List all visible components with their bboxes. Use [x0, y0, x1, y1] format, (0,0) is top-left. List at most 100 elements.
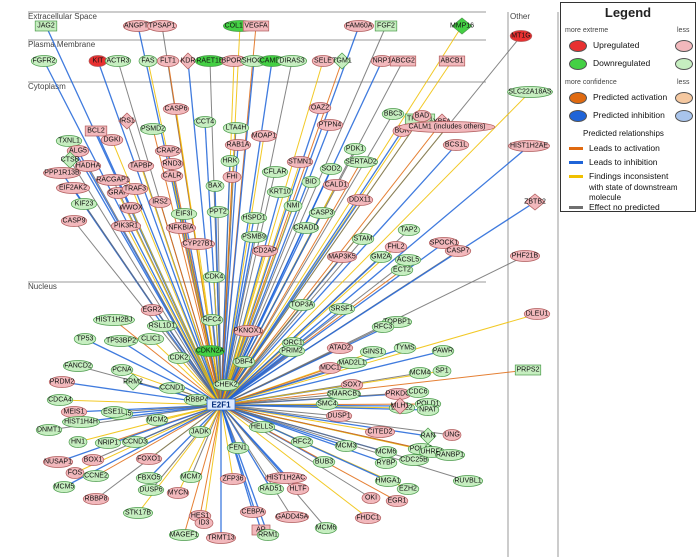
- node-tyms[interactable]: TYMS: [393, 342, 417, 354]
- node-fbxo5[interactable]: FBXO5: [135, 472, 163, 484]
- node-jag2[interactable]: JAG2: [34, 20, 58, 32]
- node-alg5[interactable]: ALG5: [66, 145, 90, 157]
- node-crap2[interactable]: CRAP2: [154, 145, 182, 157]
- node-rbbp4[interactable]: RBBP4: [183, 394, 211, 406]
- node-dbf4[interactable]: DBF4: [232, 356, 256, 368]
- node-pknox1[interactable]: PKNOX1: [232, 325, 264, 337]
- node-fen1[interactable]: FEN1: [226, 442, 250, 454]
- node-fhi[interactable]: FHI: [222, 171, 242, 183]
- node-cdca4[interactable]: CDCA4: [46, 394, 74, 406]
- node-prim2[interactable]: PRIM2: [278, 345, 306, 357]
- node-racgap1[interactable]: RACGAP1: [95, 174, 130, 186]
- node-fas[interactable]: FAS: [138, 55, 158, 67]
- node-fgfr2[interactable]: FGFR2: [30, 55, 58, 67]
- node-ptpn4[interactable]: PTPN4: [316, 119, 344, 131]
- node-bid[interactable]: BID: [301, 176, 321, 188]
- node-krt10[interactable]: KRT10: [266, 186, 294, 198]
- node-hells[interactable]: HELLS: [248, 421, 276, 433]
- node-dleu1[interactable]: DLEU1: [523, 308, 551, 320]
- node-hist1h4h[interactable]: HIST1H4H: [62, 416, 100, 428]
- node-acsl5[interactable]: ACSL5: [394, 254, 422, 266]
- node-ran[interactable]: RAN: [419, 427, 437, 445]
- node-box1[interactable]: BOX1: [81, 454, 105, 466]
- node-bcl2[interactable]: BCL2: [84, 125, 108, 137]
- node-hist1h2ae[interactable]: HIST1H2AE: [508, 140, 550, 152]
- node-stk17b[interactable]: STK17B: [122, 507, 154, 519]
- node-kit[interactable]: KIT: [88, 55, 108, 67]
- node-raet1e[interactable]: RAET1E: [194, 55, 226, 67]
- node-psmb9[interactable]: PSMB9: [240, 231, 268, 243]
- node-casp7[interactable]: CASP7: [444, 245, 472, 257]
- node-prdm2[interactable]: PRDM2: [48, 376, 76, 388]
- node-oki[interactable]: OKI: [361, 492, 381, 504]
- node-mcm6[interactable]: MCM6: [314, 522, 338, 534]
- node-actr3[interactable]: ACTR3: [104, 55, 132, 67]
- node-prkdc[interactable]: PRKDC: [384, 388, 412, 400]
- node-irs2[interactable]: IRS2: [148, 196, 172, 208]
- node-cd2ap[interactable]: CD2AP: [251, 245, 279, 257]
- node-bax[interactable]: BAX: [205, 180, 225, 192]
- node-pik3r1[interactable]: PIK3R1: [110, 220, 142, 232]
- node-eif2ak2[interactable]: EIF2AK2: [55, 182, 90, 194]
- node-cdc25b[interactable]: CDC25B: [398, 454, 430, 466]
- node-mmp16[interactable]: MMP16: [450, 17, 474, 35]
- node-cct4[interactable]: CCT4: [193, 116, 217, 128]
- node-mcm7[interactable]: MCM7: [179, 471, 203, 483]
- node-sp1[interactable]: SP1: [432, 365, 452, 377]
- node-rrm2[interactable]: RRM2: [123, 373, 143, 391]
- node-pcna[interactable]: PCNA: [110, 364, 134, 376]
- node-zbtb2[interactable]: ZBTB2: [524, 193, 546, 211]
- node-tapbp[interactable]: TAPBP: [127, 160, 155, 172]
- node-gadd45a[interactable]: GADD45A: [275, 511, 310, 523]
- node-hspd1[interactable]: HSPD1: [240, 212, 268, 224]
- node-rnd3[interactable]: RND3: [160, 158, 184, 170]
- node-cdkn2a[interactable]: CDKN2A: [194, 345, 226, 357]
- node-jadk[interactable]: JADK: [188, 426, 212, 438]
- node-ranbp1[interactable]: RANBP1: [434, 449, 466, 461]
- node-cdk4[interactable]: CDK4: [202, 271, 226, 283]
- node-cradd[interactable]: CRADD: [292, 222, 320, 234]
- node-clic1[interactable]: CLIC1: [137, 333, 165, 345]
- node-nmi[interactable]: NMI: [283, 200, 303, 212]
- node-rab1a[interactable]: RAB1A: [224, 139, 252, 151]
- node-sele[interactable]: SELE: [311, 55, 335, 67]
- node-mad2l1[interactable]: MAD2L1: [336, 357, 368, 369]
- node-ddx11[interactable]: DDX11: [346, 194, 374, 206]
- node-irs1[interactable]: IRS1: [118, 112, 136, 130]
- node-dnmt1[interactable]: DNMT1: [35, 424, 63, 436]
- node-meis1[interactable]: MEIS1: [60, 406, 88, 418]
- node-foxo1[interactable]: FOXO1: [135, 453, 163, 465]
- node-fhl2[interactable]: FHL2: [384, 241, 408, 253]
- node-nusap1[interactable]: NUSAP1: [42, 456, 74, 468]
- node-casp3[interactable]: CASP3: [308, 207, 336, 219]
- node-fos[interactable]: FOS: [65, 467, 85, 479]
- node-rfc2[interactable]: RFC2: [290, 436, 314, 448]
- node-magef1[interactable]: MAGEF1: [168, 529, 200, 541]
- node-tgm1[interactable]: TGM1: [332, 52, 352, 70]
- node-smc4[interactable]: SMC4: [315, 398, 339, 410]
- node-rrm1[interactable]: RRM1: [256, 529, 280, 541]
- node-angpt2[interactable]: ANGPT2: [122, 20, 154, 32]
- node-flt1[interactable]: FLT1: [156, 55, 180, 67]
- node-bbc3[interactable]: BBC3: [381, 108, 405, 120]
- node-txnl1[interactable]: TXNL1: [55, 135, 83, 147]
- node-mycn[interactable]: MYCN: [166, 487, 190, 499]
- node-ruvbl1[interactable]: RUVBL1: [452, 475, 484, 487]
- node-ppt2[interactable]: PPT2: [206, 206, 230, 218]
- node-phf21b[interactable]: PHF21B: [509, 250, 541, 262]
- node-casp9[interactable]: CASP9: [60, 215, 88, 227]
- node-ppp1r13b[interactable]: PPP1R13B: [43, 167, 81, 179]
- node-ccne2[interactable]: CCNE2: [82, 470, 110, 482]
- node-slc22a18as[interactable]: SLC22A18AS: [507, 86, 553, 98]
- node-atad2[interactable]: ATAD2: [326, 342, 354, 354]
- node-nrp1[interactable]: NRP1: [370, 55, 394, 67]
- node-fam60a[interactable]: FAM60A: [343, 20, 375, 32]
- node-traf3[interactable]: TRAF3: [121, 183, 149, 195]
- node-sod2[interactable]: SOD2: [319, 163, 343, 175]
- node-smarcb1[interactable]: SMARCB1: [327, 388, 361, 400]
- node-cdc6[interactable]: CDC6: [406, 386, 430, 398]
- node-cited2[interactable]: CITED2: [364, 426, 396, 438]
- node-bad[interactable]: BAD: [412, 110, 432, 122]
- node-cyp27b1[interactable]: CYP27B1: [181, 238, 216, 250]
- node-zfp36[interactable]: ZFP36: [219, 473, 247, 485]
